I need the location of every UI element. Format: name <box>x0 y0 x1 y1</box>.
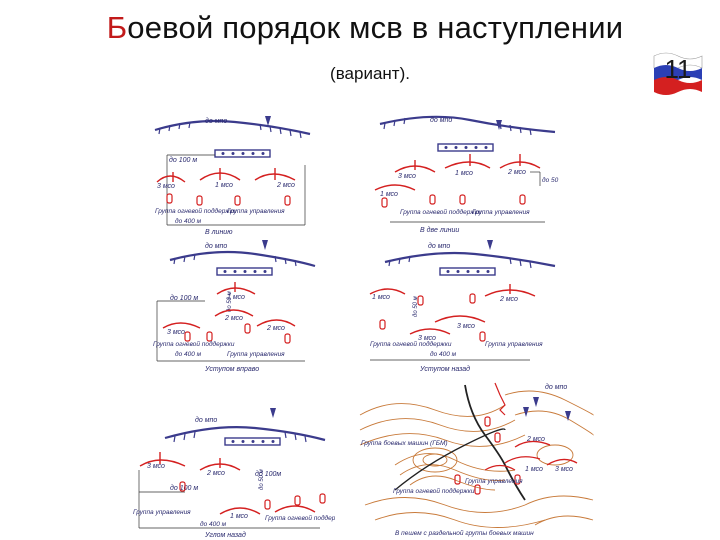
label-rgbm: Группа боевых машин (ГБМ) <box>361 439 448 447</box>
label-ctrl: Группа управления <box>133 509 191 516</box>
panel-caption: В две линии <box>420 226 459 234</box>
title-rest: оевой порядок мсв в наступлении <box>127 10 624 45</box>
panel-angle-back: до мпо 3 мсо 2 мсо до 100 м до 50 м до 1… <box>125 400 335 540</box>
label-u2: 2 мсо <box>206 470 225 477</box>
label-fire: Группа огневой поддержки <box>393 487 475 495</box>
label-dist1: до 100 м <box>169 156 197 164</box>
label-ctrl: Группа управления <box>465 478 523 485</box>
label-dist1: до 100 м <box>170 294 198 302</box>
label-ctrl: Группа управления <box>227 208 285 215</box>
label-side: до 50 м <box>413 296 419 317</box>
panel-echelon-right: до мпо до 100 м до 50 м 1 мсо 2 мсо 3 мс… <box>145 236 320 374</box>
panel-echelon-back: до мпо 1 мсо до 50 м 2 мсо 3 мсо 3 мсо Г… <box>360 236 560 374</box>
label-side: до 50 м <box>227 291 233 312</box>
label-u1: 1 мсо <box>227 294 245 301</box>
label-u1b: 1 мсо <box>380 191 398 198</box>
label-u2: 2 мсо <box>507 169 526 176</box>
slide-title: Боевой порядок мсв в наступлении <box>60 10 670 46</box>
panel-caption: В линию <box>205 229 233 236</box>
enemy-arrow <box>265 116 271 126</box>
label-u1: 1 мсо <box>455 170 473 177</box>
panel-caption: Уступом назад <box>419 365 470 373</box>
label-u3: 3 мсо <box>457 323 475 330</box>
panel-4-diagram: до мпо 1 мсо до 50 м 2 мсо 3 мсо 3 мсо Г… <box>369 240 556 373</box>
label-top: до мпо <box>205 242 227 250</box>
unit-lines <box>156 168 296 183</box>
label-dist1: до 100 м <box>170 484 198 492</box>
label-u2: 2 мсо <box>224 315 243 322</box>
label-u2: 2 мсо <box>499 296 518 303</box>
label-top: до мпо <box>428 242 450 250</box>
panel-caption: В пешем с раздельной группы боевых машин <box>395 529 534 537</box>
label-u1: 1 мсо <box>372 294 390 301</box>
label-u3b: 3 мсо <box>418 335 436 342</box>
enemy-front-line <box>154 119 311 136</box>
panel-caption: Углом назад <box>204 531 246 539</box>
label-side: до 50 м <box>259 469 265 490</box>
panel-2-diagram: до мпо 3 мсо 1 мсо 2 мсо до 50 м 1 мсо Г… <box>374 115 560 234</box>
panel-in-line: до мпо до 100 м 3 мсо 1 мсо 2 мсо Группа… <box>145 110 320 238</box>
slide-subtitle: (вариант). <box>330 64 410 83</box>
label-u1: 1 мсо <box>230 513 248 520</box>
panel-two-lines: до мпо 3 мсо 1 мсо 2 мсо до 50 м 1 мсо Г… <box>360 110 560 238</box>
label-top: до мпо <box>430 116 452 124</box>
label-u3: 3 мсо <box>157 183 175 190</box>
flag-icon <box>653 52 703 95</box>
label-ctrl: Группа управления <box>485 341 543 348</box>
label-top: до мпо <box>195 416 217 424</box>
label-u2: 2 мсо <box>276 182 295 189</box>
label-u1: 1 мсо <box>215 182 233 189</box>
label-fire: Группа огневой поддержки <box>155 207 237 215</box>
enemy-ticks <box>158 121 302 139</box>
label-u3: 3 мсо <box>167 329 185 336</box>
bmp-column <box>214 149 271 158</box>
label-dist2: до 100м <box>255 470 281 478</box>
contour-lines <box>359 390 594 528</box>
label-ctrl: Группа управления <box>227 351 285 358</box>
label-u3: 3 мсо <box>398 173 416 180</box>
panel-6-diagram: до мпо Группа боевых машин (ГБМ) 2 мсо 1… <box>359 382 594 537</box>
title-first-letter: Б <box>106 10 128 45</box>
label-fire: Группа огневой поддержки <box>370 340 452 348</box>
label-fire-dist: до 400 м <box>175 350 202 358</box>
label-u1: 1 мсо <box>525 466 543 473</box>
panel-terrain-map: до мпо Группа боевых машин (ГБМ) 2 мсо 1… <box>355 375 595 540</box>
slide-number: 11 <box>664 54 692 84</box>
panel-5-diagram: до мпо 3 мсо 2 мсо до 100 м до 50 м до 1… <box>133 408 335 539</box>
label-ctrl: Группа управления <box>472 209 530 216</box>
label-u2b: 2 мсо <box>266 325 285 332</box>
russian-flag-badge: 11 <box>652 48 704 96</box>
panel-1-diagram: до мпо до 100 м 3 мсо 1 мсо 2 мсо Группа… <box>154 116 311 236</box>
label-u2: 2 мсо <box>526 436 545 443</box>
label-fire-dist: до 400 м <box>200 520 227 528</box>
vehicle-marks <box>166 193 291 206</box>
label-fire: Группа огневой поддержки <box>400 208 482 216</box>
label-side: до 50 м <box>542 176 560 184</box>
panel-caption: Уступом вправо <box>204 366 259 373</box>
label-fire-dist: до 400 м <box>175 217 202 225</box>
panel-3-diagram: до мпо до 100 м до 50 м 1 мсо 2 мсо 3 мс… <box>153 240 316 373</box>
label-u3: 3 мсо <box>147 463 165 470</box>
label-u3: 3 мсо <box>555 466 573 473</box>
label-fire-dist: до 400 м <box>430 350 457 358</box>
label-top: до мпо <box>545 383 567 391</box>
label-fire: Группа огневой поддержки <box>153 340 235 348</box>
label-fire: Группа огневой поддержки <box>265 514 335 522</box>
label-top: до мпо <box>205 117 227 125</box>
